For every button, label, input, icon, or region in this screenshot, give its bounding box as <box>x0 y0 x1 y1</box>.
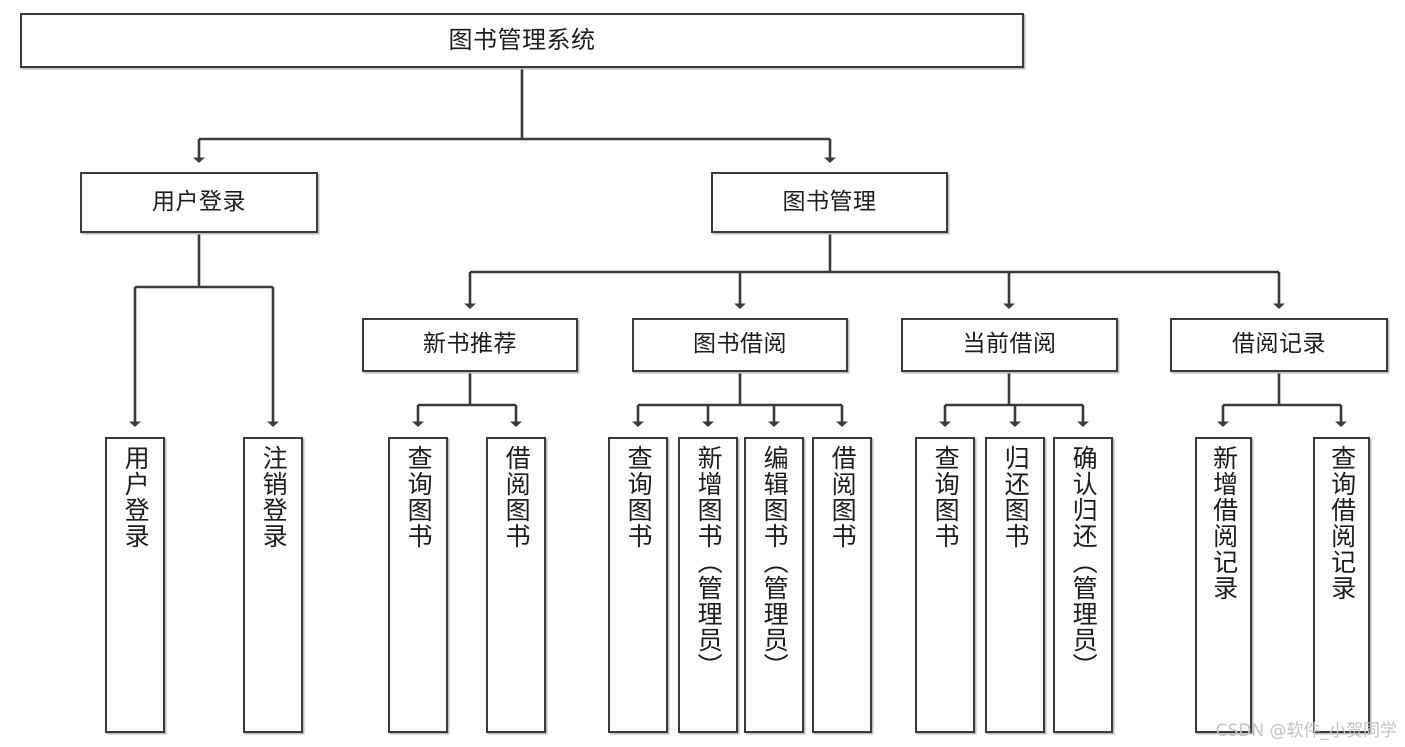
node-leaf-add-book[interactable]: 新增图书（管理员） <box>678 437 738 733</box>
node-borrow-record-label: 借阅记录 <box>1232 331 1326 358</box>
node-new-book-rec-label: 新书推荐 <box>423 331 517 358</box>
node-book-manage-label: 图书管理 <box>782 188 877 215</box>
node-borrow-record[interactable]: 借阅记录 <box>1170 318 1388 372</box>
node-leaf-logout[interactable]: 注销登录 <box>243 437 303 733</box>
node-leaf-edit-book-label: 编辑图书（管理员） <box>760 445 790 679</box>
node-current-borrow[interactable]: 当前借阅 <box>901 318 1118 372</box>
node-leaf-add-record-label: 新增借阅记录 <box>1209 445 1239 601</box>
node-leaf-borrow-book-2[interactable]: 借阅图书 <box>812 437 872 733</box>
node-leaf-borrow-book-2-label: 借阅图书 <box>828 445 858 549</box>
node-root-label: 图书管理系统 <box>448 26 596 55</box>
node-leaf-borrow-book-1[interactable]: 借阅图书 <box>486 437 546 733</box>
node-user-login[interactable]: 用户登录 <box>80 172 318 233</box>
node-leaf-query-book-1[interactable]: 查询图书 <box>388 437 448 733</box>
node-current-borrow-label: 当前借阅 <box>962 331 1057 358</box>
node-leaf-query-book-2-label: 查询图书 <box>624 445 654 549</box>
node-book-borrow[interactable]: 图书借阅 <box>632 318 848 372</box>
node-leaf-return-book[interactable]: 归还图书 <box>985 437 1045 733</box>
node-leaf-query-book-1-label: 查询图书 <box>404 445 434 549</box>
node-leaf-confirm-return-label: 确认归还（管理员） <box>1069 445 1099 679</box>
node-leaf-add-record[interactable]: 新增借阅记录 <box>1195 437 1252 733</box>
node-leaf-return-book-label: 归还图书 <box>1001 445 1031 549</box>
node-leaf-query-book-2[interactable]: 查询图书 <box>608 437 668 733</box>
node-new-book-rec[interactable]: 新书推荐 <box>362 318 578 372</box>
node-root[interactable]: 图书管理系统 <box>20 13 1024 68</box>
node-leaf-logout-label: 注销登录 <box>259 445 289 549</box>
node-leaf-query-book-3-label: 查询图书 <box>931 445 961 549</box>
node-leaf-query-record[interactable]: 查询借阅记录 <box>1313 437 1370 733</box>
node-user-login-label: 用户登录 <box>152 188 246 215</box>
node-leaf-user-login[interactable]: 用户登录 <box>105 437 165 733</box>
node-leaf-query-book-3[interactable]: 查询图书 <box>915 437 975 733</box>
node-leaf-add-book-label: 新增图书（管理员） <box>694 445 724 679</box>
node-book-manage[interactable]: 图书管理 <box>711 172 948 233</box>
node-leaf-edit-book[interactable]: 编辑图书（管理员） <box>744 437 804 733</box>
node-leaf-user-login-label: 用户登录 <box>121 445 151 549</box>
node-leaf-query-record-label: 查询借阅记录 <box>1327 445 1357 601</box>
node-leaf-confirm-return[interactable]: 确认归还（管理员） <box>1053 437 1113 733</box>
node-leaf-borrow-book-1-label: 借阅图书 <box>502 445 532 549</box>
node-book-borrow-label: 图书借阅 <box>693 331 787 358</box>
